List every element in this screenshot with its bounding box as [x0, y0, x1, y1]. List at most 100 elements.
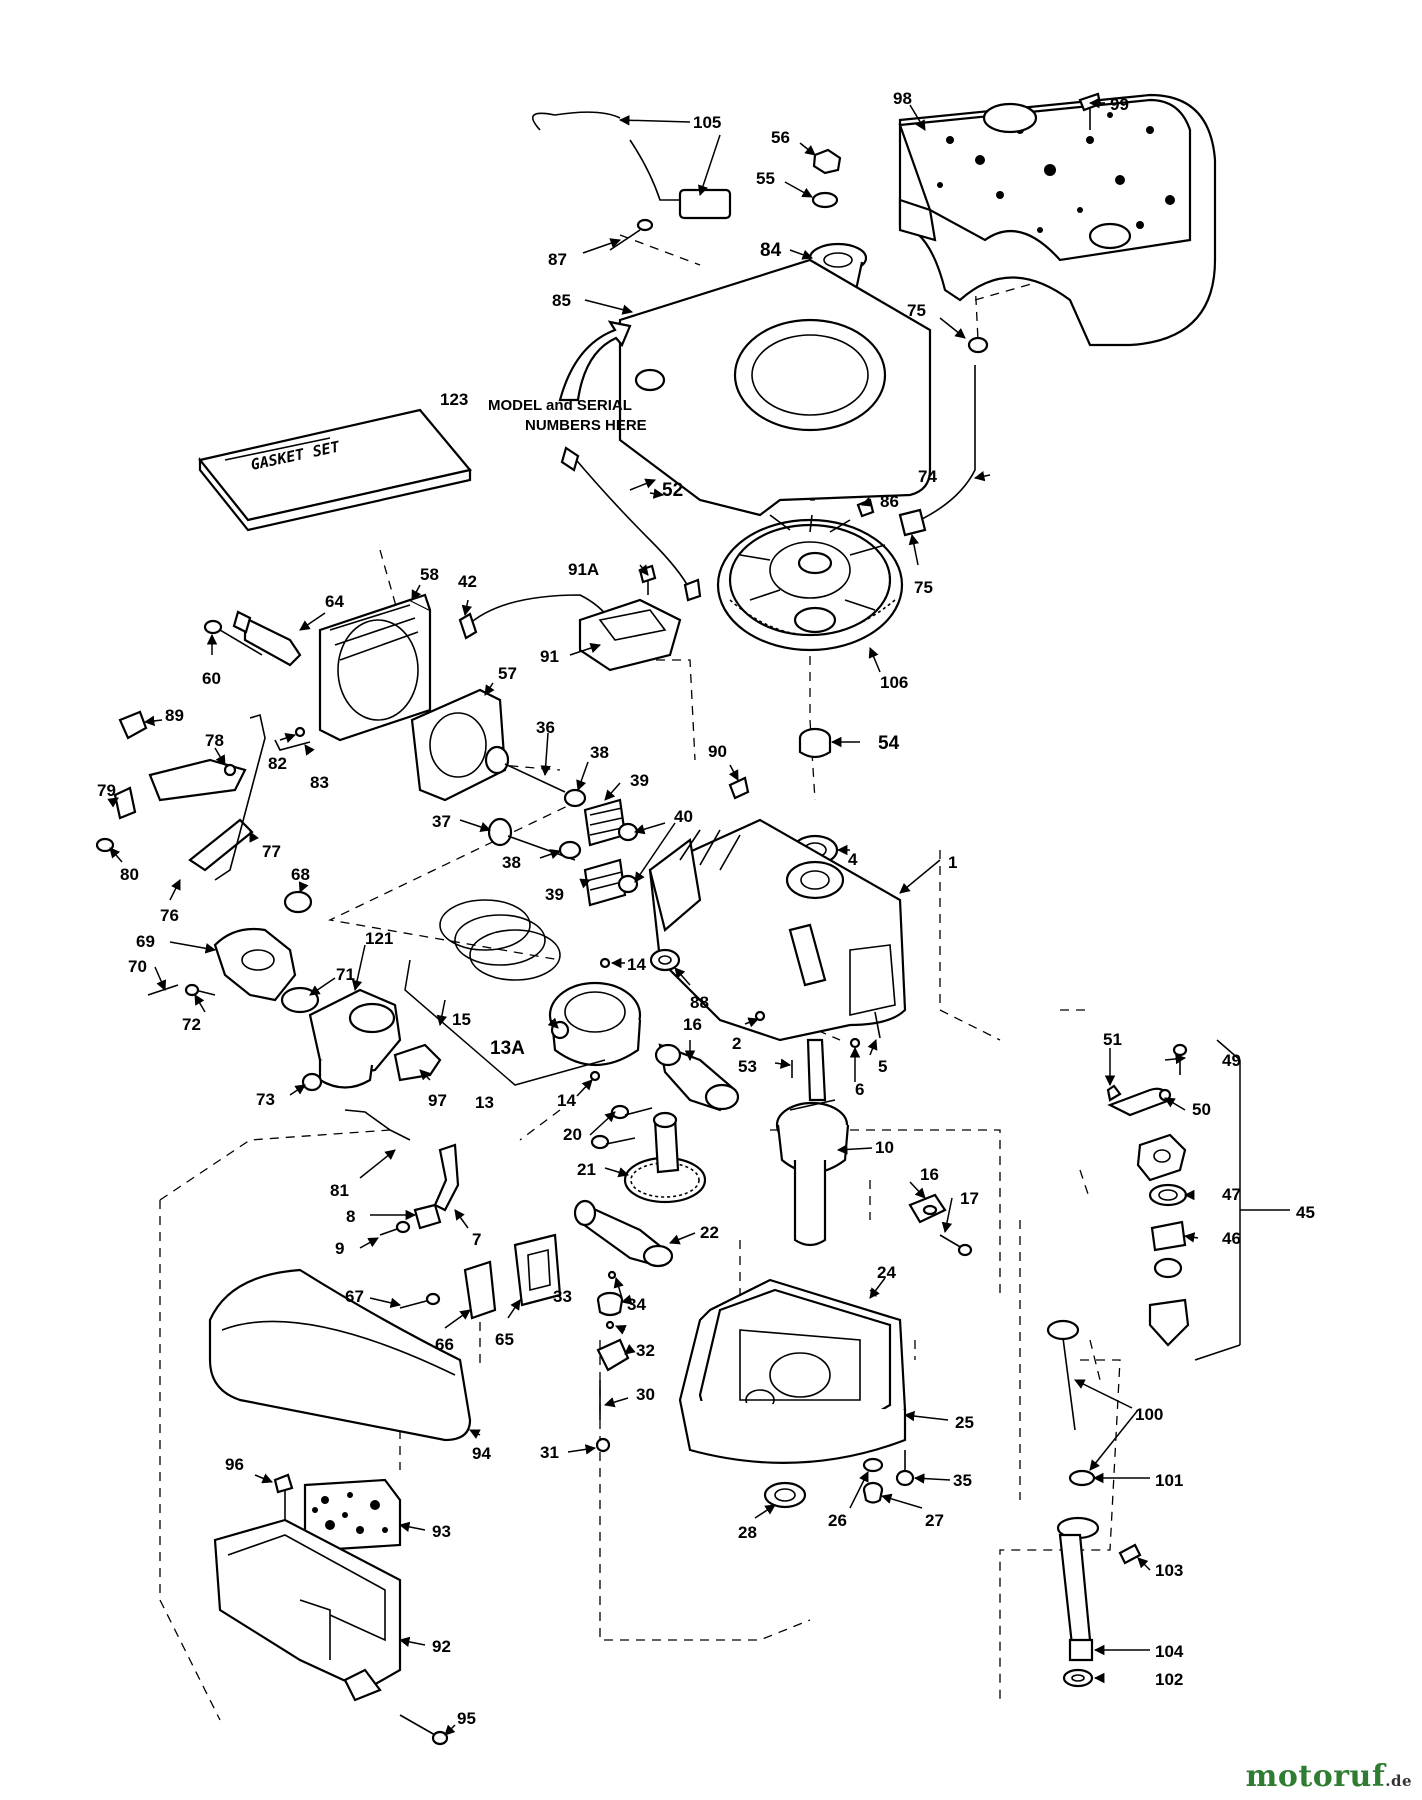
callout-10: 10 — [875, 1138, 894, 1157]
rod-bolt-part — [939, 1234, 973, 1257]
watermark-brand: motoruf — [1245, 1759, 1386, 1794]
callout-9: 9 — [335, 1239, 344, 1258]
model-serial-note-line1: MODEL and SERIAL — [488, 397, 632, 414]
callout-27: 27 — [925, 1511, 944, 1530]
pin-6-part — [849, 1037, 861, 1049]
callout-20: 20 — [563, 1125, 582, 1144]
ignition-module-part — [458, 594, 682, 672]
callout-94: 94 — [472, 1444, 491, 1463]
ground-clip-part — [728, 776, 750, 800]
brand-watermark: motoruf.de — [1246, 1759, 1412, 1794]
callout-121: 121 — [365, 929, 393, 948]
callout-76: 76 — [160, 906, 179, 925]
model-serial-arrow-part — [558, 320, 632, 402]
callout-106: 106 — [880, 673, 908, 692]
callout-32: 32 — [636, 1341, 655, 1360]
callout-75-top: 75 — [907, 301, 926, 320]
callout-123: 123 — [440, 390, 468, 409]
callout-68: 68 — [291, 865, 310, 884]
callout-64: 64 — [325, 592, 344, 611]
rod-cap-part — [908, 1193, 947, 1224]
callout-80: 80 — [120, 865, 139, 884]
ignition-wire-part — [560, 446, 702, 602]
air-filter-cover-part — [208, 1268, 472, 1442]
control-bracket-parts — [95, 710, 311, 881]
top-shroud-part — [898, 93, 1217, 347]
callout-16-rod: 16 — [683, 1015, 702, 1034]
callout-33: 33 — [553, 1287, 572, 1306]
callout-75-bottom: 75 — [914, 578, 933, 597]
cylinder-head-part — [318, 593, 432, 742]
callout-73: 73 — [256, 1090, 275, 1109]
connecting-rod-part — [654, 1043, 740, 1112]
callout-39-top: 39 — [630, 771, 649, 790]
callout-58: 58 — [420, 565, 439, 584]
exhaust-gaskets-part — [399, 1233, 562, 1320]
callout-90: 90 — [708, 742, 727, 761]
callout-2: 2 — [732, 1034, 741, 1053]
piston-group-bracket — [404, 959, 606, 1086]
callout-104: 104 — [1155, 1642, 1184, 1661]
callout-57: 57 — [498, 664, 517, 683]
callout-37: 37 — [432, 812, 451, 831]
sump-cover-part — [678, 1278, 907, 1464]
head-bolt-part — [203, 619, 263, 656]
gasket-set-envelope-part — [198, 408, 472, 532]
base-bolt-part — [399, 1714, 449, 1746]
callout-66: 66 — [435, 1335, 454, 1354]
flywheel-part — [716, 514, 904, 652]
callout-36: 36 — [536, 718, 555, 737]
callout-105: 105 — [693, 113, 721, 132]
callout-92: 92 — [432, 1637, 451, 1656]
callout-50: 50 — [1192, 1100, 1211, 1119]
cam-bolts-part — [590, 1104, 653, 1150]
callout-77: 77 — [262, 842, 281, 861]
part-shapes — [95, 92, 1290, 1746]
callout-26: 26 — [828, 1511, 847, 1530]
callout-88: 88 — [690, 993, 709, 1012]
dipstick-part — [1046, 1319, 1096, 1487]
dipstick-tube-part — [1056, 1516, 1142, 1688]
callout-56: 56 — [771, 128, 790, 147]
callout-86: 86 — [880, 492, 899, 511]
callout-25: 25 — [955, 1413, 974, 1432]
drain-washer-part — [862, 1457, 884, 1473]
callout-98: 98 — [893, 89, 912, 108]
bearing-bushing-part — [798, 727, 832, 759]
model-serial-note-line2: NUMBERS HERE — [525, 417, 647, 434]
intake-elbow-part — [213, 927, 297, 1002]
callout-6: 6 — [855, 1080, 864, 1099]
callout-14-bottom: 14 — [557, 1091, 576, 1110]
piston-pin-clip-a — [599, 957, 611, 969]
blower-housing-part — [618, 258, 932, 517]
callout-70: 70 — [128, 957, 147, 976]
callout-34: 34 — [627, 1295, 646, 1314]
crankshaft-part — [775, 1038, 850, 1247]
callout-40: 40 — [674, 807, 693, 826]
callout-31: 31 — [540, 1443, 559, 1462]
drain-plug-part — [862, 1481, 884, 1504]
callout-14-top: 14 — [627, 955, 646, 974]
callout-13a: 13A — [490, 1038, 525, 1059]
callout-30: 30 — [636, 1385, 655, 1404]
callout-95: 95 — [457, 1709, 476, 1728]
callout-91: 91 — [540, 647, 559, 666]
callout-97: 97 — [428, 1091, 447, 1110]
callout-78: 78 — [205, 731, 224, 750]
module-screw-part — [638, 564, 657, 595]
callout-15: 15 — [452, 1010, 471, 1029]
callout-74: 74 — [918, 467, 937, 486]
part-number-callouts: 98 99 105 56 55 84 87 85 75 123 52 74 86… — [97, 89, 1315, 1728]
primer-line-part — [531, 111, 732, 220]
callout-49: 49 — [1222, 1051, 1241, 1070]
watermark-suffix: .de — [1385, 1772, 1412, 1790]
sump-bolt-part — [895, 1450, 915, 1487]
throttle-linkage-part — [344, 1109, 460, 1236]
callout-69: 69 — [136, 932, 155, 951]
washer-part — [811, 191, 839, 209]
callout-54: 54 — [878, 733, 900, 754]
fuel-fitting-group-part — [1106, 1039, 1290, 1361]
callout-82: 82 — [268, 754, 287, 773]
callout-17: 17 — [960, 1189, 979, 1208]
